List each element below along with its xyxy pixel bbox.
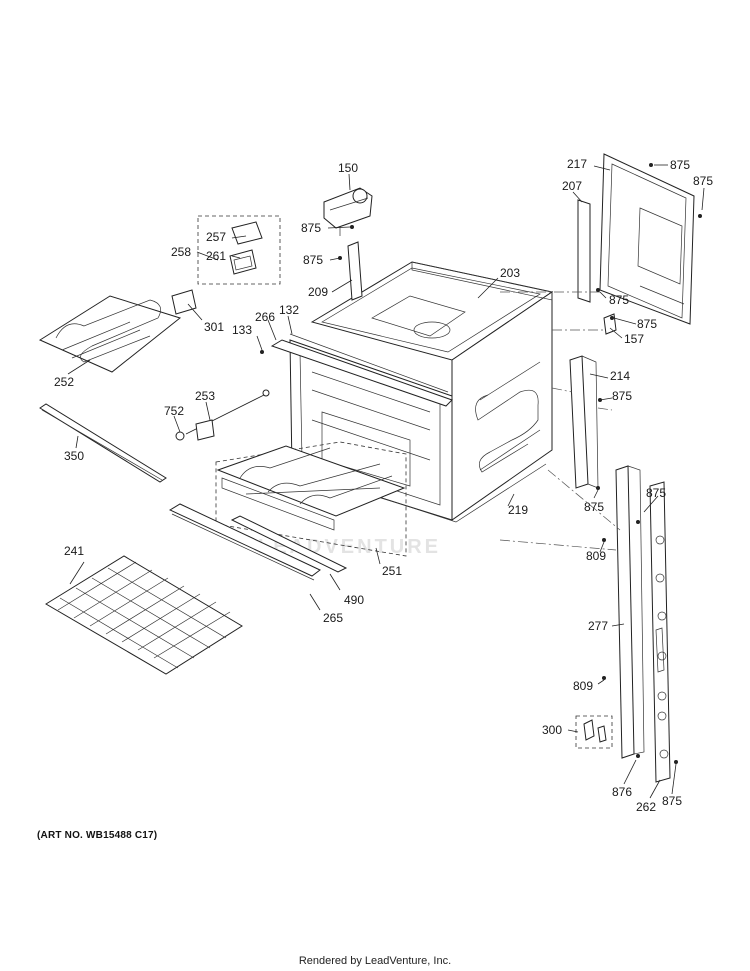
callout-752: 752 bbox=[164, 404, 184, 418]
rear-panel-217 bbox=[599, 153, 695, 325]
tray-265 bbox=[168, 503, 321, 581]
callout-257: 257 bbox=[206, 230, 226, 244]
strip-207 bbox=[577, 199, 591, 303]
sensor-group-258 bbox=[197, 215, 281, 285]
callout-209: 209 bbox=[308, 285, 328, 299]
callout-219: 219 bbox=[508, 503, 528, 517]
callout-157: 157 bbox=[624, 332, 644, 346]
callout-132: 132 bbox=[279, 303, 299, 317]
bake-element-group-251 bbox=[215, 441, 407, 557]
callout-262: 262 bbox=[636, 800, 656, 814]
rail-350 bbox=[39, 403, 167, 483]
callout-265: 265 bbox=[323, 611, 343, 625]
probe-253 bbox=[175, 389, 270, 441]
callout-266: 266 bbox=[255, 310, 275, 324]
callout-875: 875 bbox=[662, 794, 682, 808]
callout-875: 875 bbox=[670, 158, 690, 172]
callout-251: 251 bbox=[382, 564, 402, 578]
oven-rack-241 bbox=[45, 555, 243, 675]
callout-300: 300 bbox=[542, 723, 562, 737]
callout-258: 258 bbox=[171, 245, 191, 259]
callout-876: 876 bbox=[612, 785, 632, 799]
callout-217: 217 bbox=[567, 157, 587, 171]
callout-875: 875 bbox=[637, 317, 657, 331]
callout-133: 133 bbox=[232, 323, 252, 337]
front-trim-266 bbox=[270, 333, 453, 407]
callout-252: 252 bbox=[54, 375, 74, 389]
callout-875: 875 bbox=[693, 174, 713, 188]
callout-203: 203 bbox=[500, 266, 520, 280]
trim-490 bbox=[230, 515, 348, 573]
callout-261: 261 bbox=[206, 249, 226, 263]
bracket-209 bbox=[347, 241, 363, 301]
callout-214: 214 bbox=[610, 369, 630, 383]
footer-credit: Rendered by LeadVenture, Inc. bbox=[298, 955, 452, 967]
callout-207: 207 bbox=[562, 179, 582, 193]
alignment-centerlines bbox=[499, 291, 621, 551]
bracket-group-300 bbox=[575, 715, 613, 749]
side-rail-262 bbox=[649, 481, 671, 783]
side-rail-277 bbox=[615, 465, 645, 759]
callout-875: 875 bbox=[612, 389, 632, 403]
callout-809: 809 bbox=[586, 549, 606, 563]
callout-809: 809 bbox=[573, 679, 593, 693]
callout-875: 875 bbox=[584, 500, 604, 514]
callout-490: 490 bbox=[344, 593, 364, 607]
broil-element-252 bbox=[38, 289, 197, 373]
callout-253: 253 bbox=[195, 389, 215, 403]
leader-lines bbox=[67, 164, 705, 799]
callout-875: 875 bbox=[303, 253, 323, 267]
screws bbox=[260, 163, 702, 764]
callout-301: 301 bbox=[204, 320, 224, 334]
callout-875: 875 bbox=[301, 221, 321, 235]
callout-241: 241 bbox=[64, 544, 84, 558]
callout-875: 875 bbox=[646, 486, 666, 500]
callout-875: 875 bbox=[609, 293, 629, 307]
callout-277: 277 bbox=[588, 619, 608, 633]
art-number: (ART NO. WB15488 C17) bbox=[37, 830, 158, 841]
thermostat-150 bbox=[323, 187, 373, 236]
callout-labels: 150 875 257 258 261 875 209 203 217 875 … bbox=[54, 157, 713, 814]
callout-350: 350 bbox=[64, 449, 84, 463]
callout-150: 150 bbox=[338, 161, 358, 175]
side-panel-214 bbox=[569, 355, 599, 489]
oven-cavity-203 bbox=[289, 261, 554, 523]
